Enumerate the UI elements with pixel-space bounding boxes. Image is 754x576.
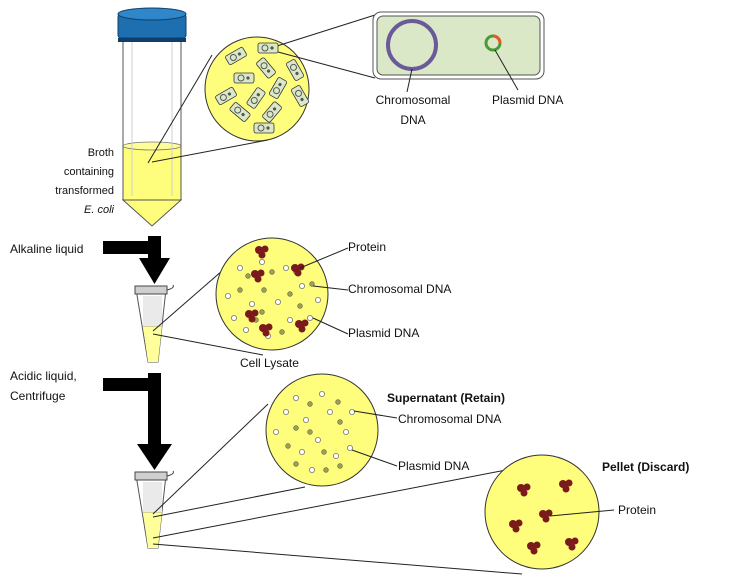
plasmid-dna-label-mid: Plasmid DNA xyxy=(348,326,420,340)
chromosomal-dna-label-top: Chromosomal DNA xyxy=(373,93,453,127)
broth-label: Broth containing transformed E. coli xyxy=(44,144,114,220)
plasmid-dna-label-top: Plasmid DNA xyxy=(492,93,564,107)
acidic-liquid-label-line1: Acidic liquid, xyxy=(10,369,77,383)
chromosomal-dna-label-top-line2: DNA xyxy=(400,113,426,127)
microtube-1 xyxy=(134,284,174,363)
chromosomal-dna-label-top-line1: Chromosomal xyxy=(375,93,451,107)
microtube-2 xyxy=(134,470,174,549)
protein-label-mid: Protein xyxy=(348,240,387,254)
broth-label-line2: containing xyxy=(63,166,114,178)
acidic-arrow xyxy=(103,373,172,470)
protein-label-pellet: Protein xyxy=(618,503,657,517)
pellet-label: Pellet (Discard) xyxy=(602,460,690,474)
lysate-zoom-circle xyxy=(215,237,349,351)
alkaline-liquid-label: Alkaline liquid xyxy=(10,242,84,256)
broth-label-line3: transformed xyxy=(55,185,114,197)
broth-label-line4: E. coli xyxy=(84,204,114,216)
enlarged-cell xyxy=(372,11,545,93)
tube-cap xyxy=(117,7,187,42)
acidic-liquid-label: Acidic liquid, Centrifuge xyxy=(10,366,77,406)
alkaline-arrow xyxy=(103,236,170,284)
conical-tube xyxy=(117,7,187,227)
broth-label-line1: Broth xyxy=(87,147,114,159)
plasmid-dna-label-sup: Plasmid DNA xyxy=(398,459,470,473)
cell-lysate-label: Cell Lysate xyxy=(240,356,299,370)
pellet-zoom-circle xyxy=(484,454,615,570)
bacteria-cells xyxy=(215,42,309,134)
plasmid-ring xyxy=(484,34,502,52)
supernatant-zoom-circle xyxy=(265,373,398,487)
chromosomal-dna-label-mid: Chromosomal DNA xyxy=(348,282,452,296)
acidic-liquid-label-line2: Centrifuge xyxy=(10,389,66,403)
chromosomal-dna-label-sup: Chromosomal DNA xyxy=(398,412,502,426)
supernatant-label: Supernatant (Retain) xyxy=(387,391,506,405)
